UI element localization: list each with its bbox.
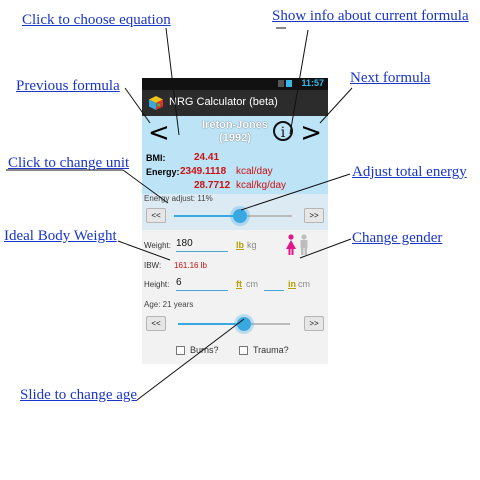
age-slider-thumb[interactable] — [237, 317, 251, 331]
burns-checkbox[interactable] — [176, 346, 185, 355]
height-unit-cm[interactable]: cm — [246, 279, 258, 289]
annotation-next-formula: Next formula — [350, 70, 431, 86]
next-formula-button[interactable]: > — [300, 118, 322, 148]
age-increase-button[interactable]: >> — [304, 316, 324, 331]
formula-name: Ireton-Jones — [201, 119, 268, 131]
ibw-value: 161.16 lb — [174, 261, 207, 270]
annotation-change-gender: Change gender — [352, 230, 443, 246]
weight-input[interactable]: 180 — [176, 238, 228, 252]
energy-per-kg-unit: kcal/kg/day — [236, 180, 287, 191]
results-panel: BMI: 24.41 Energy: 2349.1118 kcal/day 28… — [142, 150, 328, 194]
height-unit-ft[interactable]: ft — [236, 279, 242, 289]
formula-year: (1992) — [219, 132, 251, 144]
action-bar: NRG Calculator (beta) — [142, 90, 328, 116]
height-inches-input[interactable] — [264, 277, 284, 291]
height-unit-cm-secondary[interactable]: cm — [298, 279, 310, 289]
trauma-checkbox[interactable] — [239, 346, 248, 355]
signal-icon — [278, 80, 284, 87]
weight-unit-kg[interactable]: kg — [247, 240, 257, 250]
annotation-change-unit: Click to change unit — [8, 155, 130, 171]
burns-label: Burns? — [190, 345, 219, 355]
energy-unit: kcal/day — [236, 166, 273, 177]
weight-unit-lb[interactable]: lb — [236, 240, 244, 250]
age-slider-fill — [178, 323, 244, 325]
patient-form: Weight: 180 lb kg IBW: 161.16 lb Height:… — [142, 230, 328, 364]
formula-bar[interactable]: < Ireton-Jones (1992) i > — [142, 116, 328, 150]
info-icon[interactable]: i — [273, 121, 293, 141]
annotation-adjust-energy: Adjust total energy — [352, 164, 467, 180]
app-title: NRG Calculator (beta) — [169, 96, 278, 108]
male-icon[interactable] — [299, 234, 309, 256]
energy-slider-fill — [174, 215, 240, 217]
previous-formula-button[interactable]: < — [148, 118, 170, 148]
weight-label: Weight: — [144, 241, 171, 250]
battery-icon — [286, 80, 292, 87]
annotation-choose-equation: Click to choose equation — [22, 12, 171, 28]
status-time: 11:57 — [301, 78, 324, 88]
bmi-value: 24.41 — [194, 152, 220, 163]
age-decrease-button[interactable]: << — [146, 316, 166, 331]
energy-slider-thumb[interactable] — [233, 209, 247, 223]
height-unit-in[interactable]: in — [288, 279, 296, 289]
energy-decrease-button[interactable]: << — [146, 208, 166, 223]
annotation-previous-formula: Previous formula — [16, 78, 120, 94]
formula-selector[interactable]: Ireton-Jones (1992) — [162, 119, 308, 145]
bmi-label: BMI: — [146, 153, 166, 163]
energy-adjust-label: Energy adjust: 11% — [144, 194, 213, 203]
ibw-label: IBW: — [144, 261, 162, 270]
age-label: Age: 21 years — [144, 300, 194, 309]
status-bar: 11:57 — [142, 78, 328, 90]
app-logo-icon — [149, 96, 163, 110]
energy-per-kg-value: 28.7712 — [194, 180, 231, 191]
energy-adjust-section: Energy adjust: 11% << >> — [142, 194, 328, 230]
annotation-ideal-body-weight: Ideal Body Weight — [4, 228, 117, 244]
height-label: Height: — [144, 280, 170, 289]
energy-value: 2349.1118 — [180, 166, 227, 177]
energy-label: Energy: — [146, 167, 180, 177]
trauma-label: Trauma? — [253, 345, 289, 355]
phone-screen: 11:57 NRG Calculator (beta) < Ireton-Jon… — [142, 78, 328, 364]
annotation-slide-age: Slide to change age — [20, 387, 138, 403]
female-icon[interactable] — [285, 234, 297, 256]
annotation-show-info: Show info about current formula — [272, 8, 469, 24]
energy-increase-button[interactable]: >> — [304, 208, 324, 223]
height-feet-input[interactable]: 6 — [176, 277, 228, 291]
